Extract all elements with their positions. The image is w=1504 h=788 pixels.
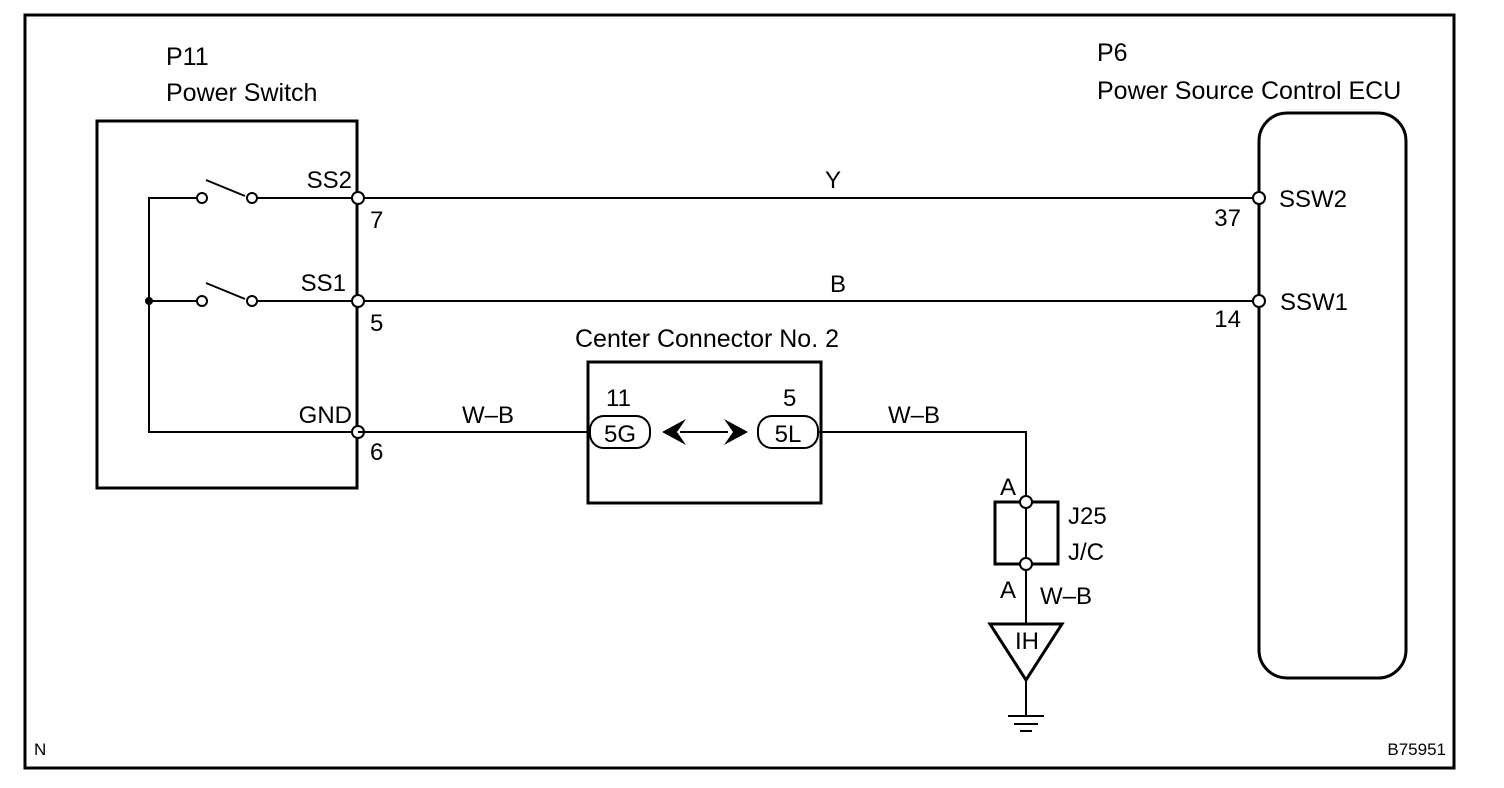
terminal-label-ss2: SS2 [307,167,352,194]
terminal-ss1 [351,294,365,308]
ground-point-ih: IH [987,622,1065,732]
connector-pin-number-5: 5 [783,385,796,412]
junction-j25: A A J25 J/C [993,474,1107,604]
connector-pin-5g [589,415,651,449]
ecu-pin-number-14: 14 [1214,306,1241,333]
power-switch: P11 Power Switch SS2 SS1 GND 7 5 6 [95,43,383,490]
ground-point-code: IH [1015,628,1039,655]
terminal-ss2 [351,191,365,205]
junction-pin-top: A [1000,474,1016,501]
power-switch-box [95,119,359,490]
ecu-name: Power Source Control ECU [1097,77,1401,105]
junction-pin-bottom: A [1000,577,1016,604]
power-switch-code: P11 [166,43,209,71]
connector-arrow-left [662,419,686,445]
terminal-ssw1 [1252,294,1266,308]
connector-pin-label-5l: 5L [775,421,802,448]
ecu-pin-number-37: 37 [1214,205,1241,232]
wire-color-wb-left: W–B [462,402,514,429]
switch-ss1-contact-b [246,295,258,307]
wire-gnd-right [818,431,1027,502]
center-connector: Center Connector No. 2 5G 11 5L 5 [575,325,839,505]
junction-terminal-bottom [1019,557,1033,571]
pin-number-6: 6 [370,439,383,466]
wire-color-b: B [830,271,846,298]
footer-left-code: N [34,740,46,759]
ground-triangle [987,622,1065,683]
switch-ss2-contact-a [196,192,208,204]
connector-pin-number-11: 11 [606,385,631,412]
pin-number-7: 7 [370,207,383,234]
terminal-ssw2 [1252,191,1266,205]
pin-number-5: 5 [370,310,383,337]
junction-code: J25 [1068,503,1107,530]
connector-arrow-right [724,419,748,445]
ecu-terminal-label-ssw2: SSW2 [1279,186,1347,213]
wire-color-y: Y [825,167,841,194]
ecu-box [1257,111,1408,680]
junction-terminal-top [1019,495,1033,509]
wire-color-wb-right: W–B [888,402,940,429]
switch-ss2-lever [205,179,246,197]
diagram-frame [23,13,1456,770]
junction-dot [145,297,153,305]
ground-symbol [1008,715,1044,732]
terminal-label-ss1: SS1 [301,270,346,297]
switch-ss1-contact-a [196,295,208,307]
switch-ss1-lever [205,282,246,300]
ecu-terminal-label-ssw1: SSW1 [1280,289,1348,316]
junction-name: J/C [1068,539,1104,566]
switch-common-line [148,197,358,433]
switch-ss2-contact-b [246,192,258,204]
terminal-label-gnd: GND [299,402,352,429]
wire-color-wb-ground: W–B [1040,583,1092,610]
connector-pin-label-5g: 5G [604,421,636,448]
center-connector-name: Center Connector No. 2 [575,325,839,353]
ecu-code: P6 [1097,39,1128,67]
power-switch-name: Power Switch [166,79,317,107]
footer-figure-id: B75951 [1387,740,1446,759]
ecu: P6 Power Source Control ECU SSW2 SSW1 37… [1097,39,1408,680]
